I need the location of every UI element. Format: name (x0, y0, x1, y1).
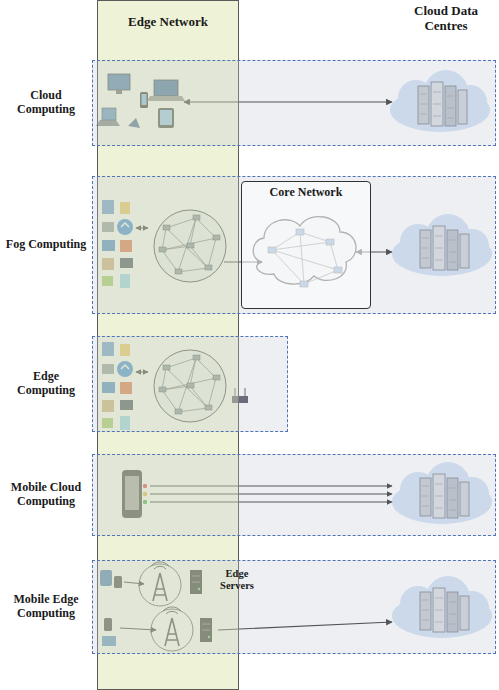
cloud-heading: Cloud Data Centres (398, 4, 494, 34)
paradigm-row: Cloud Computing (92, 60, 496, 146)
paradigm-row: Fog ComputingCore Network (92, 176, 496, 314)
paradigm-row: Mobile Edge Computing (92, 560, 496, 654)
node-heading: Cloud Computing (3, 89, 89, 117)
node-heading: Mobile Cloud Computing (3, 481, 89, 509)
node-heading: Mobile Edge Computing (3, 593, 89, 621)
node-heading: Fog Computing (3, 238, 89, 252)
node-heading: Core Network (242, 186, 370, 200)
core-network-box: Core Network (241, 181, 371, 309)
node-heading: Edge Computing (3, 370, 89, 398)
paradigm-row: Edge Computing (92, 336, 288, 432)
paradigm-row: Mobile Cloud Computing (92, 454, 496, 536)
edge-servers-label: Edge Servers (212, 568, 262, 592)
node-heading: Edge Network (113, 15, 223, 30)
